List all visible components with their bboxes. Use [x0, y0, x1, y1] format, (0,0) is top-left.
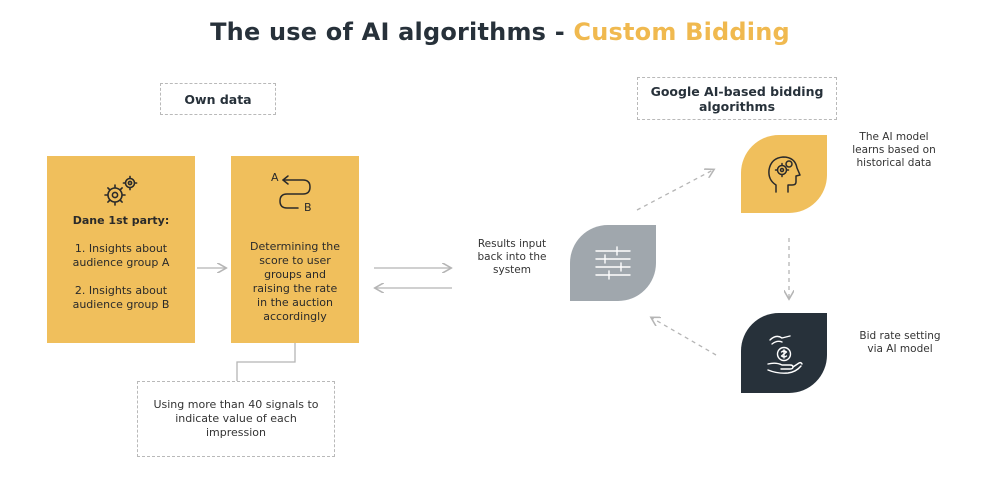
first-party-heading: Dane 1st party:: [72, 214, 170, 227]
first-party-item-2: 2. Insights about audience group B: [72, 284, 170, 311]
arrow-bid-to-grey: [652, 318, 717, 356]
a-to-b-icon: A B: [231, 168, 359, 228]
first-party-item-1: 1. Insights about audience group A: [72, 242, 170, 269]
sliders-icon: [595, 246, 631, 280]
signals-box: Using more than 40 signals to indicate v…: [137, 381, 335, 457]
arrow-grey-to-learns: [636, 170, 713, 211]
ai-learns-text: The AI model learns based on historical …: [852, 131, 936, 169]
google-ai-text: Google AI-based bidding algorithms: [650, 83, 824, 114]
signals-text: Using more than 40 signals to indicate v…: [153, 398, 319, 439]
page-title: The use of AI algorithms - Custom Biddin…: [0, 18, 1000, 46]
score-box: A B Determining the score to user groups…: [231, 156, 359, 343]
line-score-to-signals: [236, 343, 296, 381]
sliders-leaf: [570, 225, 656, 301]
own-data-label: Own data: [160, 83, 276, 115]
gears-icon: [47, 174, 195, 206]
letter-a: A: [271, 171, 279, 184]
bid-rate-leaf: [741, 313, 827, 393]
coin-hand-icon: [767, 335, 803, 374]
ai-learns-leaf: [741, 135, 827, 213]
title-main: The use of AI algorithms -: [210, 18, 574, 46]
first-party-box: Dane 1st party: 1. Insights about audien…: [47, 156, 195, 343]
results-text: Results input back into the system: [477, 238, 547, 276]
google-ai-label: Google AI-based bidding algorithms: [637, 77, 837, 120]
letter-b: B: [304, 201, 312, 214]
bid-rate-text: Bid rate setting via AI model: [859, 330, 941, 355]
own-data-text: Own data: [184, 91, 252, 107]
score-text: Determining the score to user groups and…: [250, 240, 340, 323]
brain-head-icon: [768, 156, 801, 193]
title-accent: Custom Bidding: [573, 18, 790, 46]
